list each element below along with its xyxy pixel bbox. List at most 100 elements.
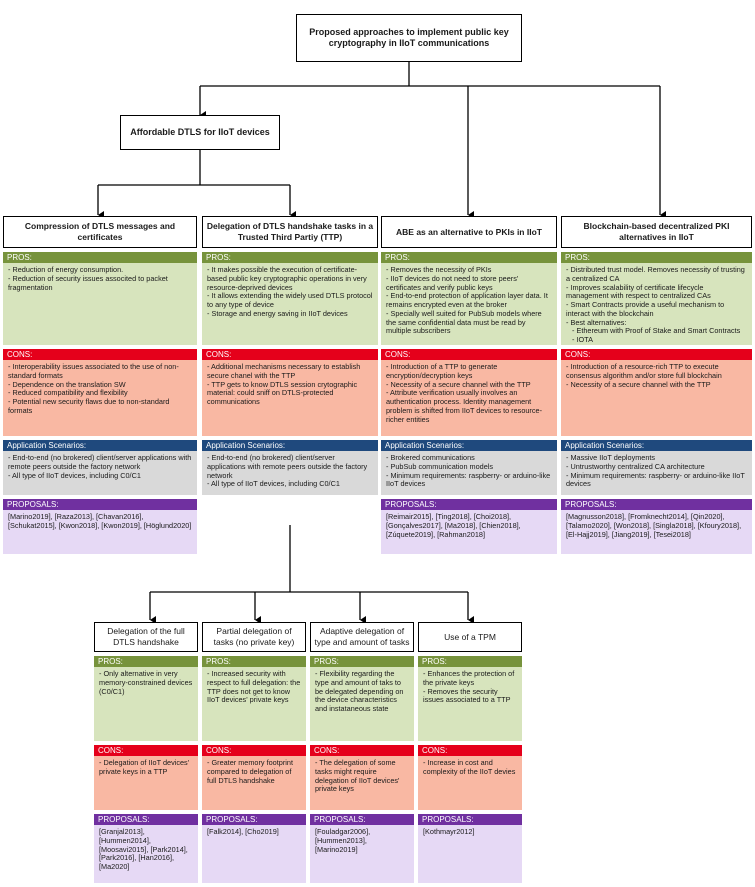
cons-header: CONS:: [418, 745, 522, 756]
app-item: - Untrustworthy centralized CA architect…: [566, 461, 705, 471]
cons-header: CONS:: [561, 349, 752, 360]
subcolumn-title: Delegation of the full DTLS handshake: [94, 622, 198, 652]
app-item: - All type of IIoT devices, including C0…: [207, 479, 340, 489]
app-item: - Massive IIoT deployments: [566, 453, 656, 462]
app-item: - Minimum requirements: raspberry- or ar…: [566, 470, 745, 489]
cons-header: CONS:: [381, 349, 557, 360]
column-blockchain: Blockchain-based decentralized PKI alter…: [561, 216, 752, 554]
pros-list: - Flexibility regarding the type and amo…: [310, 667, 414, 741]
proposals-text: [Falk2014], [Cho2019]: [207, 827, 279, 836]
cons-item: - Introduction of a resource-rich TTP to…: [566, 362, 722, 380]
proposals-text: [Magnusson2018], [Fromknecht2014], [Qin2…: [566, 512, 742, 539]
cons-item: - Interoperability issues associated to …: [8, 362, 179, 380]
proposals-text: [Reimair2015], [Ting2018], [Choi2018], […: [386, 512, 521, 539]
pros-list: - Removes the necessity of PKIs- IIoT de…: [381, 263, 557, 345]
column-delegation: Delegation of DTLS handshake tasks in a …: [202, 216, 378, 495]
pros-item: - Reduction of security issues associted…: [8, 273, 168, 292]
app-list: - End-to-end (no brokered) client/server…: [3, 451, 197, 495]
column-abe: ABE as an alternative to PKIs in IIoT PR…: [381, 216, 557, 554]
proposals-list: [Fouladgar2006], [Hummen2013], [Marino20…: [310, 825, 414, 883]
column-title: ABE as an alternative to PKIs in IIoT: [381, 216, 557, 248]
column-title: Delegation of DTLS handshake tasks in a …: [202, 216, 378, 248]
proposals-header: PROPOSALS:: [3, 499, 197, 510]
pros-item: - It allows extending the widely used DT…: [207, 291, 373, 309]
app-list: - End-to-end (no brokered) client/server…: [202, 451, 378, 495]
pros-item: - Increased security with respect to ful…: [207, 669, 301, 705]
pros-item: - It makes possible the execution of cer…: [207, 265, 367, 292]
app-header: Application Scenarios:: [561, 440, 752, 451]
cons-header: CONS:: [202, 349, 378, 360]
pros-item: - Removes the security issues associated…: [423, 686, 511, 705]
proposals-text: [Fouladgar2006], [Hummen2013], [Marino20…: [315, 827, 371, 854]
pros-item: - Distributed trust model. Removes neces…: [566, 265, 745, 283]
pros-header: PROS:: [561, 252, 752, 263]
cons-item: - Delegation of IIoT devices' private ke…: [99, 758, 190, 776]
cons-item: - Necessity of a secure channel with the…: [386, 379, 531, 389]
pros-subitem: - Ethereum with Proof of Stake and Smart…: [572, 326, 741, 336]
pros-item: - Flexibility regarding the type and amo…: [315, 669, 404, 713]
cons-item: - The delegation of some tasks might req…: [315, 758, 400, 794]
pros-header: PROS:: [202, 252, 378, 263]
pros-item: - Enhances the protection of the private…: [423, 669, 515, 687]
cons-item: - Introduction of a TTP to generate encr…: [386, 362, 498, 380]
app-item: - PubSub communication models: [386, 461, 494, 471]
app-list: - Massive IIoT deployments- Untrustworth…: [561, 451, 752, 495]
cons-item: - TTP gets to know DTLS session crytogra…: [207, 379, 358, 406]
cons-item: - Additional mechanisms necessary to est…: [207, 362, 361, 380]
pros-item: - Reduction of energy consumption.: [8, 265, 124, 274]
pros-header: PROS:: [310, 656, 414, 667]
app-item: - End-to-end (no brokered) client/server…: [207, 453, 368, 480]
proposals-list: [Kothmayr2012]: [418, 825, 522, 883]
cons-item: - Necessity of a secure channel with the…: [566, 379, 711, 389]
cons-header: CONS:: [310, 745, 414, 756]
pros-item: - Best alternatives:: [566, 317, 627, 327]
proposals-header: PROPOSALS:: [381, 499, 557, 510]
subcolumn-title: Adaptive delegation of type and amount o…: [310, 622, 414, 652]
app-header: Application Scenarios:: [3, 440, 197, 451]
pros-header: PROS:: [3, 252, 197, 263]
cons-list: - Introduction of a TTP to generate encr…: [381, 360, 557, 436]
pros-item: - Improves scalability of certificate li…: [566, 282, 711, 301]
pros-list: - Only alternative in very memory-constr…: [94, 667, 198, 741]
pros-subitem: - IOTA: [572, 335, 593, 344]
proposals-list: [Reimair2015], [Ting2018], [Choi2018], […: [381, 510, 557, 554]
pros-list: - Distributed trust model. Removes neces…: [561, 263, 752, 345]
subcolumn-partial-delegation: Partial delegation of tasks (no private …: [202, 622, 306, 883]
proposals-list: [Marino2019], [Raza2013], [Chavan2016], …: [3, 510, 197, 554]
root-node: Proposed approaches to implement public …: [296, 14, 522, 62]
cons-item: - Dependence on the translation SW: [8, 379, 126, 389]
cons-item: - Attribute verification usually involve…: [386, 388, 542, 424]
pros-header: PROS:: [94, 656, 198, 667]
cons-list: - Introduction of a resource-rich TTP to…: [561, 360, 752, 436]
pros-list: - Reduction of energy consumption.- Redu…: [3, 263, 197, 345]
proposals-list: [Granjal2013], [Hummen2014], [Moosavi201…: [94, 825, 198, 883]
cons-list: - The delegation of some tasks might req…: [310, 756, 414, 810]
app-item: - All type of IIoT devices, including C0…: [8, 470, 141, 480]
cons-list: - Delegation of IIoT devices' private ke…: [94, 756, 198, 810]
proposals-header: PROPOSALS:: [418, 814, 522, 825]
proposals-text: [Granjal2013], [Hummen2014], [Moosavi201…: [99, 827, 188, 871]
app-item: - Brokered communications: [386, 453, 475, 462]
pros-item: - Removes the necessity of PKIs: [386, 265, 492, 274]
cons-header: CONS:: [94, 745, 198, 756]
subcolumn-title: Use of a TPM: [418, 622, 522, 652]
pros-item: - Only alternative in very memory-constr…: [99, 669, 193, 696]
proposals-header: PROPOSALS:: [561, 499, 752, 510]
pros-item: - IIoT devices do not need to store peer…: [386, 273, 519, 292]
subcolumn-title: Partial delegation of tasks (no private …: [202, 622, 306, 652]
pros-header: PROS:: [202, 656, 306, 667]
pros-item: - End-to-end protection of application l…: [386, 291, 548, 309]
column-title: Blockchain-based decentralized PKI alter…: [561, 216, 752, 248]
app-item: - End-to-end (no brokered) client/server…: [8, 453, 192, 471]
pros-header: PROS:: [381, 252, 557, 263]
pros-item: - Smart Contracts provide a useful mecha…: [566, 300, 725, 318]
pros-list: - Enhances the protection of the private…: [418, 667, 522, 741]
app-header: Application Scenarios:: [381, 440, 557, 451]
pros-item: - Specially well suited for PubSub model…: [386, 308, 542, 336]
proposals-text: [Kothmayr2012]: [423, 827, 475, 836]
cons-item: - Potential new security flaws due to no…: [8, 397, 170, 415]
dtls-node: Affordable DTLS for IIoT devices: [120, 115, 280, 150]
subcolumn-full-delegation: Delegation of the full DTLS handshake PR…: [94, 622, 198, 883]
proposals-list: [Magnusson2018], [Fromknecht2014], [Qin2…: [561, 510, 752, 554]
